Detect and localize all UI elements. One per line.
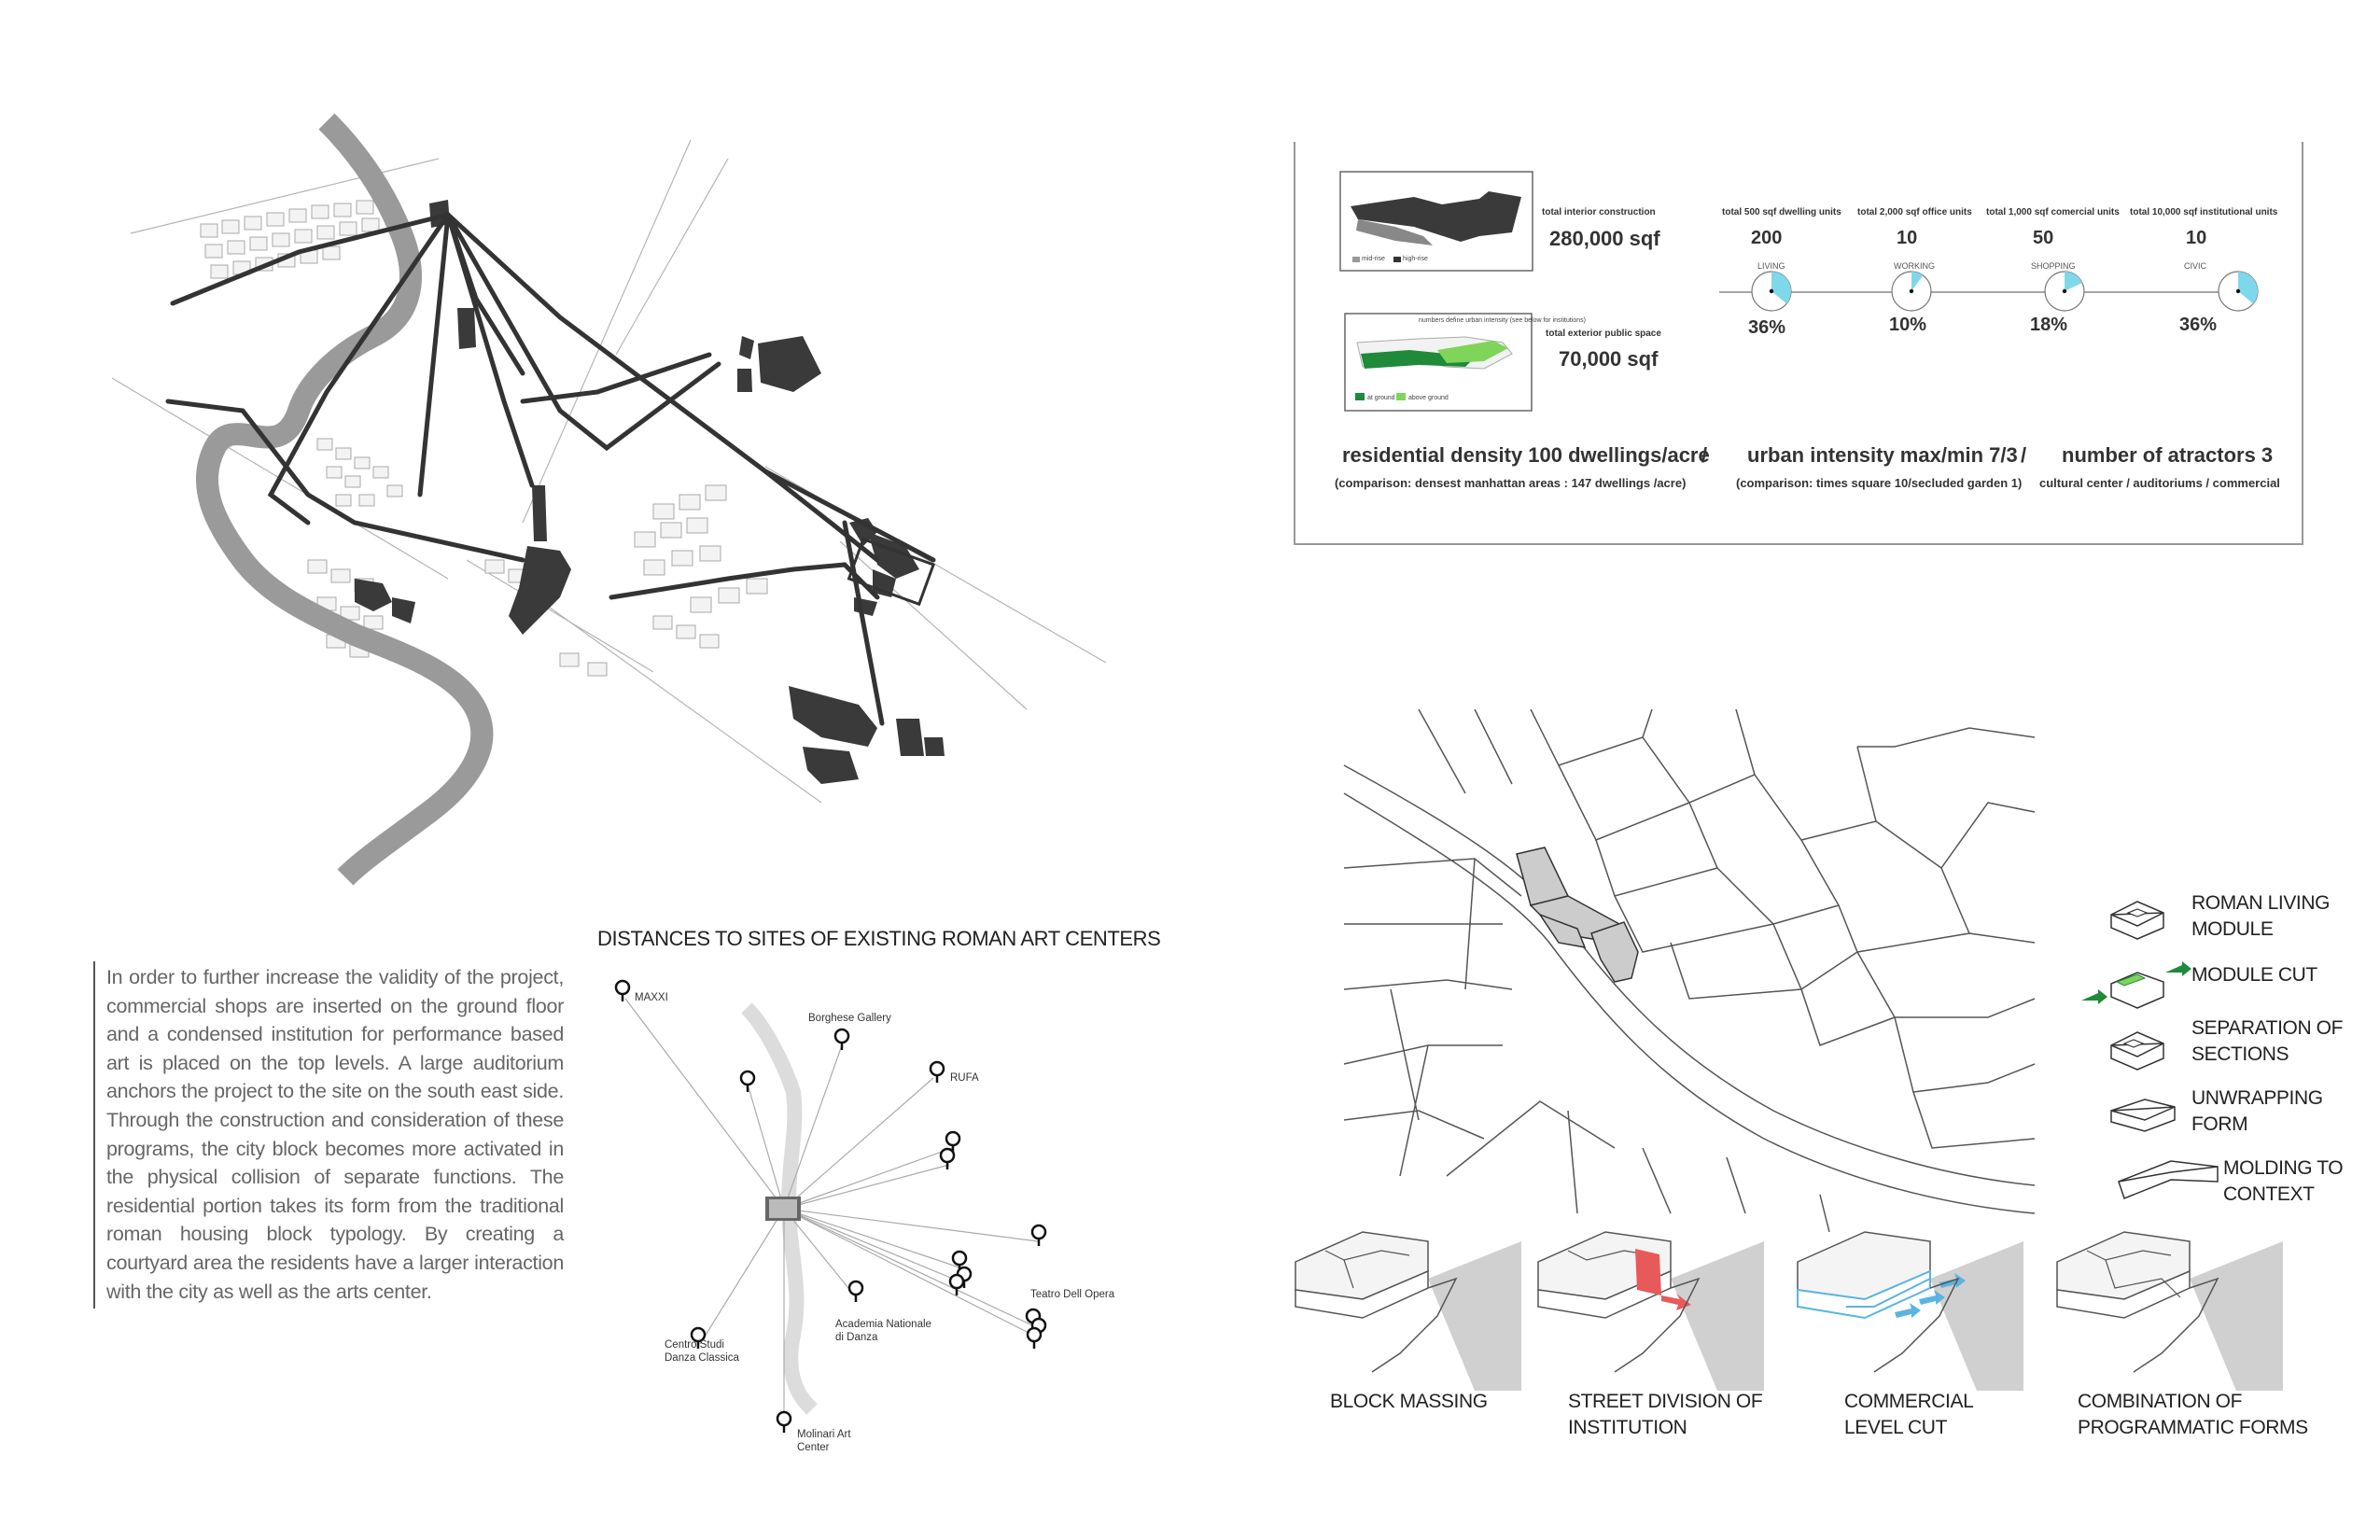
attractors-list: cultural center / auditoriums / commerci… bbox=[2039, 476, 2280, 490]
program-name-shopping: SHOPPING bbox=[2031, 261, 2076, 271]
legend-line: FORM bbox=[2191, 1113, 2248, 1135]
legend-item-molding: MOLDING TO CONTEXT bbox=[2223, 1155, 2344, 1208]
massing-step-combination bbox=[2056, 1231, 2283, 1391]
distances-title: DISTANCES TO SITES OF EXISTING ROMAN ART… bbox=[597, 927, 1161, 950]
pin-label-borghese: Borghese Gallery bbox=[808, 1013, 891, 1024]
program-header-civic: total 10,000 sqf institutional units bbox=[2130, 207, 2278, 217]
caption-line: COMMERCIAL bbox=[1844, 1391, 1974, 1412]
exterior-thumbnail bbox=[1344, 313, 1533, 412]
interior-value: 280,000 sqf bbox=[1549, 227, 1660, 250]
program-header-living: total 500 sqf dwelling units bbox=[1722, 207, 1841, 217]
program-count-shopping: 50 bbox=[2033, 228, 2054, 248]
project-description: In order to further increase the validit… bbox=[106, 966, 564, 1303]
program-count-civic: 10 bbox=[2186, 228, 2207, 248]
program-percent-civic: 36% bbox=[2179, 315, 2218, 335]
legend-above-ground: above ground bbox=[1408, 395, 1449, 401]
pie-center-civic bbox=[2235, 288, 2241, 294]
legend-item-module-cut: MODULE CUT bbox=[2191, 962, 2317, 988]
massing-step-block bbox=[1295, 1231, 1521, 1391]
program-name-working: WORKING bbox=[1894, 261, 1935, 271]
pie-slice-civic bbox=[2238, 272, 2258, 304]
massing-caption-street-division: STREET DIVISION OF INSTITUTION bbox=[1568, 1389, 1763, 1441]
pin-label-centro: Centro Studi Danza Classica bbox=[665, 1339, 739, 1364]
pie-center-shopping bbox=[2062, 288, 2067, 294]
interior-thumbnail bbox=[1339, 171, 1533, 272]
legend-line: UNWRAPPING bbox=[2191, 1087, 2323, 1109]
legend-line: SEPARATION OF bbox=[2191, 1017, 2344, 1039]
program-percent-working: 10% bbox=[1889, 315, 1927, 335]
pin-label-teatro: Teatro Dell Opera bbox=[1030, 1289, 1115, 1300]
exterior-caption: numbers define urban intensity (see belo… bbox=[1419, 317, 1586, 324]
massing-caption-block: BLOCK MASSING bbox=[1330, 1389, 1488, 1415]
urban-intensity: urban intensity max/min 7/3 bbox=[1747, 443, 2018, 467]
legend-line: MOLDING TO bbox=[2223, 1157, 2344, 1179]
program-name-civic: CIVIC bbox=[2184, 261, 2207, 271]
legend-item-separation: SEPARATION OF SECTIONS bbox=[2191, 1015, 2343, 1068]
pie-center-working bbox=[1909, 288, 1914, 294]
massing-step-commercial-cut bbox=[1797, 1231, 2023, 1391]
legend-icon-molding bbox=[2118, 1160, 2219, 1199]
stats-panel bbox=[1294, 142, 2303, 545]
program-header-working: total 2,000 sqf office units bbox=[1857, 207, 1972, 217]
program-axis bbox=[1719, 291, 2257, 293]
legend-item-roman-living-module: ROMAN LIVING MODULE bbox=[2191, 890, 2330, 943]
massing-step-street-division bbox=[1537, 1231, 1764, 1391]
caption-line: INSTITUTION bbox=[1568, 1417, 1687, 1438]
caption-line: STREET DIVISION OF bbox=[1568, 1391, 1763, 1412]
pin-label-academia: Academia Nationale di Danza bbox=[835, 1319, 931, 1343]
program-count-working: 10 bbox=[1897, 228, 1918, 248]
massing-caption-commercial: COMMERCIAL LEVEL CUT bbox=[1844, 1389, 1974, 1441]
legend-line: MODULE bbox=[2191, 918, 2274, 940]
text-rule bbox=[93, 961, 95, 1309]
program-count-living: 200 bbox=[1751, 228, 1783, 248]
caption-line: LEVEL CUT bbox=[1844, 1417, 1947, 1438]
legend-at-ground: at ground bbox=[1367, 395, 1395, 401]
exterior-label: total exterior public space bbox=[1546, 329, 1661, 339]
legend-line: ROMAN LIVING bbox=[2191, 892, 2331, 914]
legend-line: MODULE CUT bbox=[2191, 964, 2317, 986]
legend-icon-unwrapping bbox=[2110, 1099, 2176, 1132]
program-pies bbox=[1751, 271, 2259, 312]
caption-line: COMBINATION OF bbox=[2078, 1391, 2243, 1412]
program-percent-living: 36% bbox=[1748, 317, 1786, 338]
interior-label: total interior construction bbox=[1542, 207, 1656, 217]
legend-item-unwrapping: UNWRAPPING FORM bbox=[2191, 1085, 2323, 1138]
distances-diagram bbox=[614, 979, 1047, 1433]
legend-line: SECTIONS bbox=[2191, 1043, 2289, 1065]
legend-mid-rise: mid-rise bbox=[1362, 256, 1385, 262]
legend-line: CONTEXT bbox=[2223, 1183, 2315, 1205]
pie-slice-shopping bbox=[2065, 272, 2083, 291]
program-percent-shopping: 18% bbox=[2030, 315, 2068, 335]
legend-icon-module-cut bbox=[2081, 961, 2191, 1009]
pie-slice-living bbox=[1771, 272, 1791, 304]
pie-slice-working bbox=[1911, 272, 1924, 291]
pie-center-living bbox=[1769, 288, 1774, 294]
legend-icon-separation bbox=[2110, 1031, 2164, 1071]
program-header-shopping: total 1,000 sqf comercial units bbox=[1986, 207, 2120, 217]
pin-label-maxxi: MAXXI bbox=[635, 992, 668, 1003]
massing-caption-combination: COMBINATION OF PROGRAMMATIC FORMS bbox=[2078, 1389, 2308, 1441]
exterior-value: 70,000 sqf bbox=[1559, 347, 1659, 371]
density-separator-2: / bbox=[2021, 443, 2027, 467]
urban-intensity-comparison: (comparison: times square 10/secluded ga… bbox=[1736, 476, 2023, 490]
rome-site-map bbox=[111, 113, 1107, 886]
caption-line: BLOCK MASSING bbox=[1330, 1391, 1488, 1412]
pin-label-molinari: Molinari Art Center bbox=[797, 1429, 851, 1453]
residential-density-comparison: (comparison: densest manhattan areas : 1… bbox=[1335, 476, 1687, 490]
site-plan bbox=[1343, 708, 2036, 1233]
residential-density: residential density 100 dwellings/acre bbox=[1342, 443, 1710, 467]
number-of-attractors: number of atractors 3 bbox=[2062, 443, 2274, 467]
density-separator-1: / bbox=[1701, 443, 1708, 467]
legend-icon-living-module bbox=[2110, 901, 2164, 940]
caption-line: PROGRAMMATIC FORMS bbox=[2078, 1417, 2308, 1438]
program-name-living: LIVING bbox=[1757, 261, 1785, 271]
legend-high-rise: high-rise bbox=[1403, 256, 1428, 262]
pin-label-rufa: RUFA bbox=[950, 1072, 979, 1084]
